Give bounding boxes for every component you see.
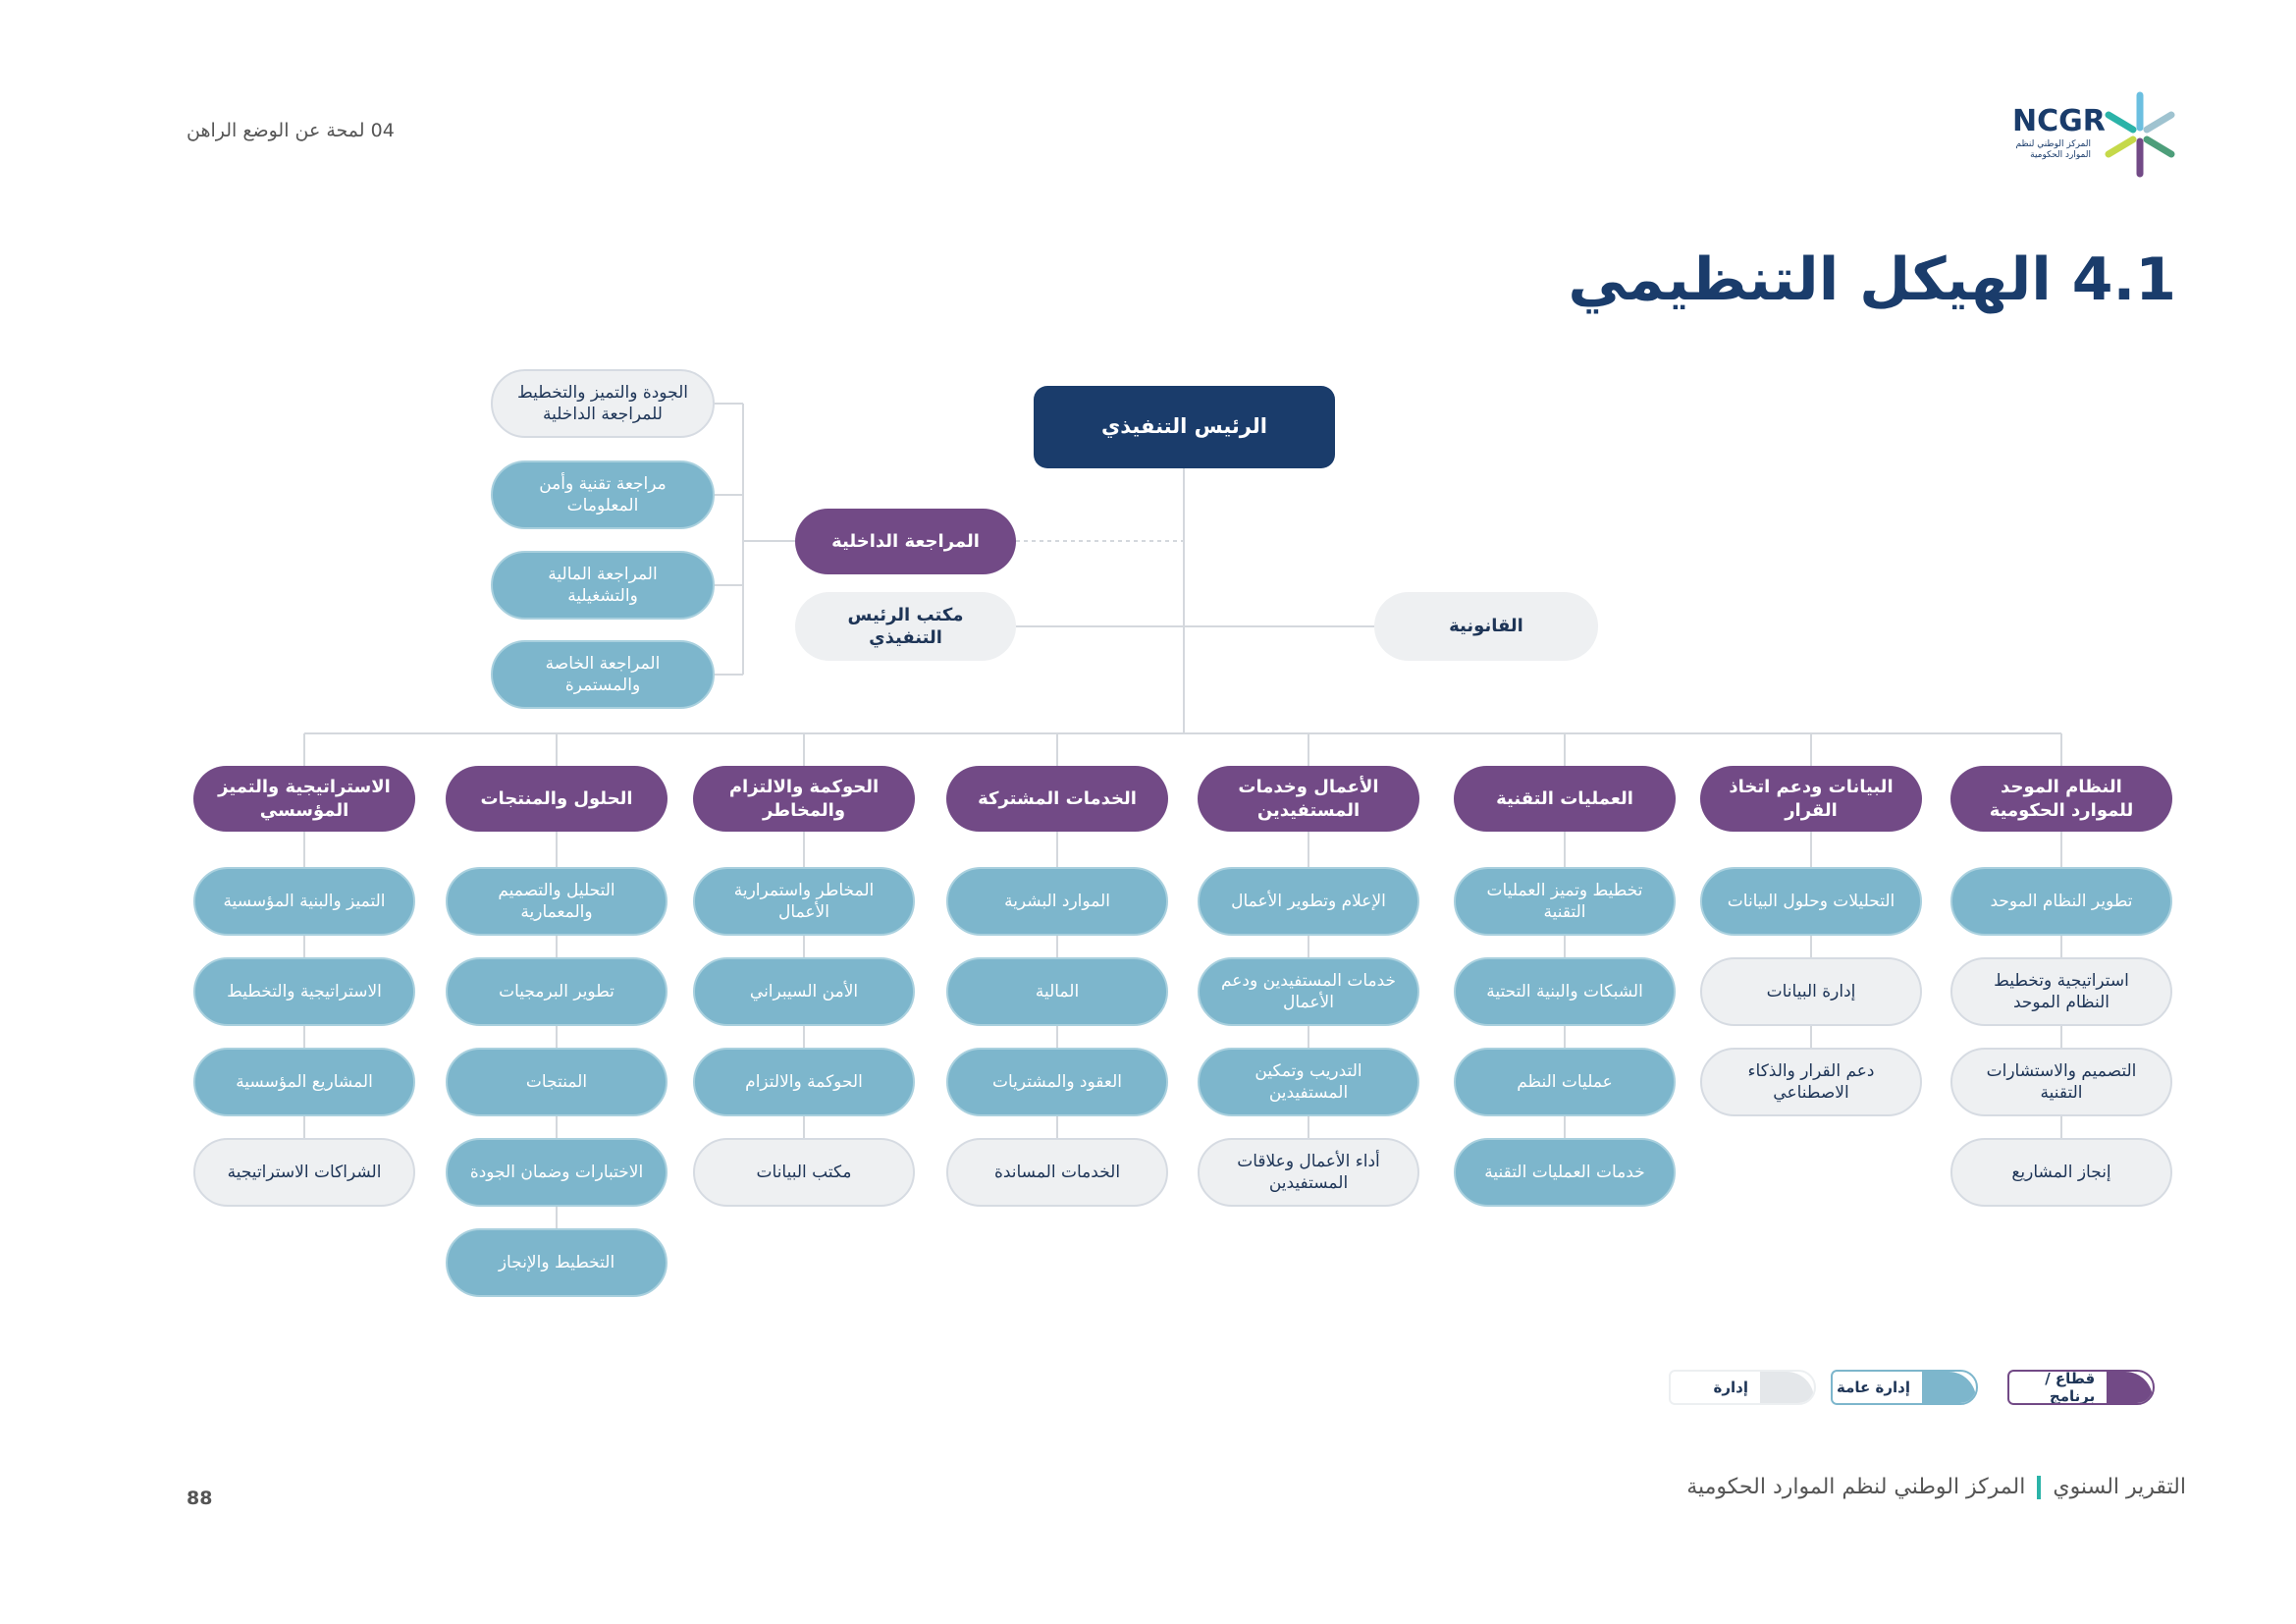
unit-box: الاستراتيجية والتخطيط: [193, 957, 415, 1026]
unit-box: عمليات النظم: [1454, 1048, 1676, 1116]
unit-box: إدارة البيانات: [1700, 957, 1922, 1026]
unit-box: المنتجات: [446, 1048, 667, 1116]
unit-box: استراتيجية وتخطيط النظام الموحد: [1950, 957, 2172, 1026]
ncgr-logo: NCGR المركز الوطني لنظم الموارد الحكومية: [2012, 90, 2179, 179]
unit-box: التميز والبنية المؤسسية: [193, 867, 415, 936]
footer-divider: [2037, 1475, 2042, 1499]
unit-box: المالية: [946, 957, 1168, 1026]
unit-box: الحوكمة والالتزام: [693, 1048, 915, 1116]
legend-general-dept: إدارة عامة: [1831, 1370, 1978, 1405]
page-title: 4.1 الهيكل التنظيمي: [1568, 245, 2176, 314]
legend-dept-label: إدارة: [1713, 1379, 1748, 1396]
unit-box: الشبكات والبنية التحتية: [1454, 957, 1676, 1026]
unit-box: مكتب البيانات: [693, 1138, 915, 1207]
unit-box: تطوير البرمجيات: [446, 957, 667, 1026]
logo-text: NCGR: [2012, 104, 2106, 138]
legend-general-dept-label: إدارة عامة: [1837, 1379, 1910, 1396]
audit-unit: المراجعة المالية والتشغيلية: [491, 551, 715, 620]
internal-audit-box: المراجعة الداخلية: [795, 509, 1016, 574]
unit-box: التصميم والاستشارات التقنية: [1950, 1048, 2172, 1116]
sector-box: الأعمال وخدمات المستفيدين: [1198, 766, 1419, 832]
sector-box: الاستراتيجية والتميز المؤسسي: [193, 766, 415, 832]
legend-sector-label: قطاع / برنامج: [2045, 1370, 2096, 1405]
footer-report: التقرير السنوي: [2053, 1475, 2186, 1499]
sector-box: الخدمات المشتركة: [946, 766, 1168, 832]
sector-box: الحلول والمنتجات: [446, 766, 667, 832]
unit-box: تخطيط وتميز العمليات التقنية: [1454, 867, 1676, 936]
unit-box: المخاطر واستمرارية الأعمال: [693, 867, 915, 936]
logo-subtitle: المركز الوطني لنظم الموارد الحكومية: [2015, 139, 2092, 160]
unit-box: التدريب وتمكين المستفيدين: [1198, 1048, 1419, 1116]
unit-box: الاختبارات وضمان الجودة: [446, 1138, 667, 1207]
audit-unit: مراجعة تقنية وأمن المعلومات: [491, 460, 715, 529]
legend-swatch-purple: [2107, 1372, 2153, 1403]
footer-org: المركز الوطني لنظم الموارد الحكومية: [1686, 1475, 2026, 1499]
unit-box: أداء الأعمال وعلاقات المستفيدين: [1198, 1138, 1419, 1207]
sector-box: البيانات ودعم اتخاذ القرار: [1700, 766, 1922, 832]
section-header: 04 لمحة عن الوضع الراهن: [187, 120, 395, 141]
footer: التقرير السنوي المركز الوطني لنظم الموار…: [1686, 1475, 2186, 1499]
logo-star-icon: [2105, 91, 2175, 178]
legend-dept: إدارة: [1669, 1370, 1816, 1405]
legend-swatch-grey: [1760, 1372, 1814, 1403]
unit-box: التخطيط والإنجاز: [446, 1228, 667, 1297]
unit-box: خدمات المستفيدين ودعم الأعمال: [1198, 957, 1419, 1026]
unit-box: المشاريع المؤسسية: [193, 1048, 415, 1116]
sector-box: النظام الموحد للموارد الحكومية: [1950, 766, 2172, 832]
unit-box: دعم القرار والذكاء الاصطناعي: [1700, 1048, 1922, 1116]
unit-box: الإعلام وتطوير الأعمال: [1198, 867, 1419, 936]
unit-box: إنجاز المشاريع: [1950, 1138, 2172, 1207]
unit-box: خدمات العمليات التقنية: [1454, 1138, 1676, 1207]
ceo-box: الرئيس التنفيذي: [1034, 386, 1335, 468]
legend-sector: قطاع / برنامج: [2007, 1370, 2155, 1405]
unit-box: العقود والمشتريات: [946, 1048, 1168, 1116]
unit-box: الشراكات الاستراتيجية: [193, 1138, 415, 1207]
sector-box: الحوكمة والالتزام والمخاطر: [693, 766, 915, 832]
audit-unit: المراجعة الخاصة والمستمرة: [491, 640, 715, 709]
unit-box: تطوير النظام الموحد: [1950, 867, 2172, 936]
legend-swatch-blue: [1922, 1372, 1976, 1403]
page-number: 88: [187, 1488, 213, 1509]
audit-unit: الجودة والتميز والتخطيط للمراجعة الداخلي…: [491, 369, 715, 438]
unit-box: الأمن السيبراني: [693, 957, 915, 1026]
unit-box: الموارد البشرية: [946, 867, 1168, 936]
legal-box: القانونية: [1374, 592, 1598, 661]
unit-box: التحليل والتصميم والمعمارية: [446, 867, 667, 936]
unit-box: الخدمات المساندة: [946, 1138, 1168, 1207]
sector-box: العمليات التقنية: [1454, 766, 1676, 832]
unit-box: التحليلات وحلول البيانات: [1700, 867, 1922, 936]
ceo-office-box: مكتب الرئيس التنفيذي: [795, 592, 1016, 661]
